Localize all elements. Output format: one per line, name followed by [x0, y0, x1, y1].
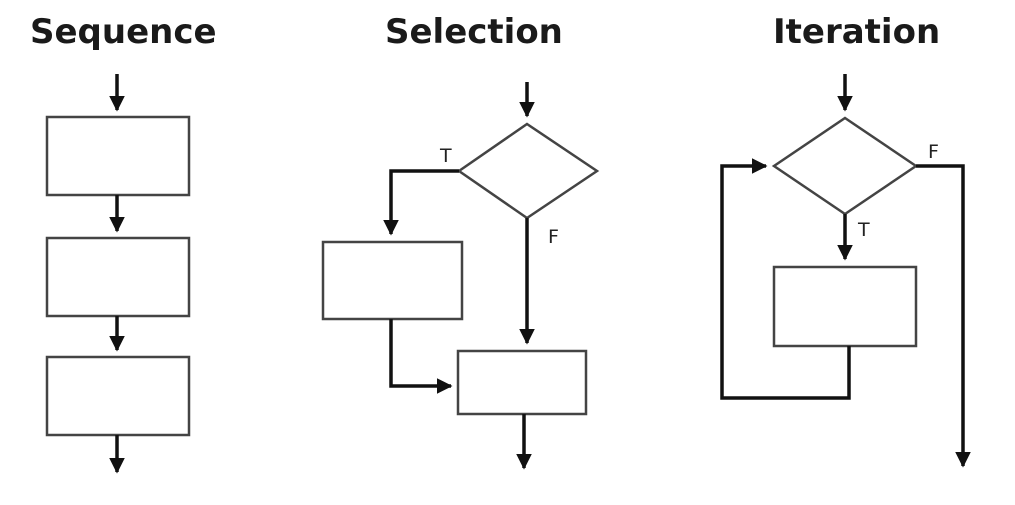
selection-true-box [321, 240, 464, 321]
iteration-decision-diamond [771, 116, 919, 216]
selection-true-branch-arrow [383, 169, 459, 236]
sequence-step-box-3 [45, 355, 191, 437]
selection-merge-arrow [389, 319, 453, 394]
sequence-step-box-1 [45, 115, 191, 197]
sequence-step-box-2 [45, 236, 191, 318]
sequence-title: Sequence [30, 12, 217, 52]
iteration-loop-back-arrow [720, 158, 851, 400]
selection-merge-box [456, 349, 588, 416]
iteration-title: Iteration [773, 12, 941, 52]
sequence-flowchart [45, 74, 191, 474]
iteration-false-label: F [928, 141, 939, 163]
iteration-false-exit-arrow [916, 164, 971, 468]
selection-false-label: F [548, 226, 559, 248]
iteration-flowchart [720, 74, 971, 468]
selection-true-label: T [439, 145, 452, 167]
iteration-loop-body-box [772, 265, 918, 348]
selection-decision-diamond [456, 122, 600, 220]
selection-title: Selection [385, 12, 563, 52]
iteration-true-label: T [857, 219, 870, 241]
selection-flowchart [321, 82, 600, 470]
